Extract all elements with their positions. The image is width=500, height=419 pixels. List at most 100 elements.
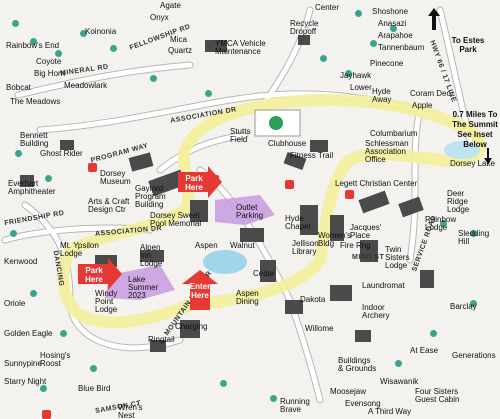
summit-note: 0.7 Miles To The Summit See Inset Below [452,110,498,149]
label-meadowlark: Meadowlark [64,81,108,90]
label-a-third-way: A Third Way [368,407,412,416]
label-big-horn: Big Horn [34,69,66,78]
label-lower: Lower [350,83,372,92]
label-legett: Legett Christian Center [335,179,418,188]
label-sledding-hill: Sledding Hill [458,229,490,246]
label-twin-sisters: Twin Sisters Lodge [385,245,410,270]
label-hosings-roost: Hosing's Roost [40,351,71,368]
label-womens-bldg: Women's Bldg [318,231,351,248]
label-bobcat: Bobcat [6,83,31,92]
label-aspen: Aspen [195,241,218,250]
label-wisawanik: Wisawanik [380,377,419,386]
label-coram-deo: Coram Deo [410,89,451,98]
label-columbarium: Columbarium [370,129,418,138]
tree-icon [440,220,447,227]
label-charging: Charging [175,322,208,331]
label-jellison: Jellison Library [292,239,319,256]
label-agate: Agate [160,1,181,10]
arrow-down-icon [484,148,492,164]
label-pinecone: Pinecone [370,59,404,68]
tree-icon [430,330,437,337]
label-blue-bird: Blue Bird [78,384,111,393]
label-dakota: Dakota [300,295,326,304]
road-label-mind-st: MIND ST [352,254,385,261]
label-starry-night: Starry Night [4,377,47,386]
label-moosejaw: Moosejaw [330,387,367,396]
tree-icon [15,150,22,157]
label-walnut: Walnut [230,241,255,250]
label-fire-rng: Fire Rng [340,241,371,250]
label-ringtail: Ringtail [148,335,175,344]
arrow-up-icon [428,8,440,30]
label-wrens-nest: Wren's Nest [118,403,143,419]
label-hyde-chapel: Hyde Chapel [285,214,311,231]
label-rainbows-end: Rainbow's End [6,41,60,50]
label-fitness-trail: Fitness Trail [290,151,334,160]
poi-marker[interactable] [285,180,294,189]
tree-icon [345,70,352,77]
label-willome: Willome [305,324,334,333]
poi-marker[interactable] [345,190,354,199]
label-windy-point: Windy Point Lodge [95,289,118,314]
label-shoshone: Shoshone [372,7,409,16]
park-here-label-2: Park Here [85,266,103,284]
tree-icon [80,30,87,37]
label-running-brave: Running Brave [280,397,310,414]
label-rainbow-lodge: Rainbow Lodge [425,215,457,232]
tree-icon [270,395,277,402]
enter-here-label: Enter Here [189,282,211,300]
label-dorsey-lake: Dorsey Lake [450,159,495,168]
label-barclay: Barclay [450,302,477,311]
label-recycle: Recycle Dropoff [290,19,319,36]
park-here-label-1: Park Here [185,174,203,192]
label-oriole: Oriole [4,299,26,308]
label-quartz: Quartz [168,46,193,55]
label-jacques: Jacques' Place [350,223,382,240]
poi-marker[interactable] [42,410,51,419]
park-here-marker-1[interactable]: Park Here [178,166,222,198]
label-indoor-archery: Indoor Archery [362,303,390,320]
tree-icon [205,90,212,97]
label-kenwood: Kenwood [4,257,38,266]
tree-icon [10,230,17,237]
label-aspen-dining: Aspen Dining [236,289,259,306]
label-at-ease: At Ease [410,346,439,355]
tree-icon [40,385,47,392]
tree-icon [110,45,117,52]
label-buildings-grounds: Buildings & Grounds [338,356,377,373]
label-schlessman: Schlessman Association Office [365,139,409,164]
label-coyote: Coyote [36,57,62,66]
tree-icon [320,55,327,62]
label-bennett: Bennett Building [20,131,49,148]
label-ymca-vehicle: YMCA Vehicle Maintenance [215,39,266,56]
label-apple: Apple [412,101,433,110]
park-here-marker-2[interactable]: Park Here [78,258,122,290]
label-sunnypine: Sunnypine [4,359,42,368]
label-golden-eagle: Golden Eagle [4,329,53,338]
label-center: Center [315,3,340,12]
label-dorsey-museum: Dorsey Museum [100,169,131,186]
label-cedar: Cedar [253,269,275,278]
label-arts-craft: Arts & Craft Design Ctr [88,197,130,214]
label-clubhouse: Clubhouse [268,139,307,148]
tree-icon [30,38,37,45]
tree-icon [470,300,477,307]
label-ghost-rider: Ghost Rider [40,149,83,158]
tree-icon [60,330,67,337]
tree-icon [355,10,362,17]
poi-marker[interactable] [88,163,97,172]
tree-icon [370,40,377,47]
label-arapahoe: Arapahoe [378,31,413,40]
enter-here-marker[interactable]: Enter Here [182,270,218,310]
label-anasazi: Anasazi [378,19,407,28]
label-gaylord: Gaylord Program Building [135,184,166,209]
label-hyde-away: Hyde Away [372,87,392,104]
label-evensong: Evensong [345,399,381,408]
label-generations: Generations [452,351,496,360]
tree-icon [45,175,52,182]
tree-icon [12,20,19,27]
label-lake-summer: Lake Summer 2023 [128,275,159,300]
label-jayhawk: Jayhawk [340,71,372,80]
